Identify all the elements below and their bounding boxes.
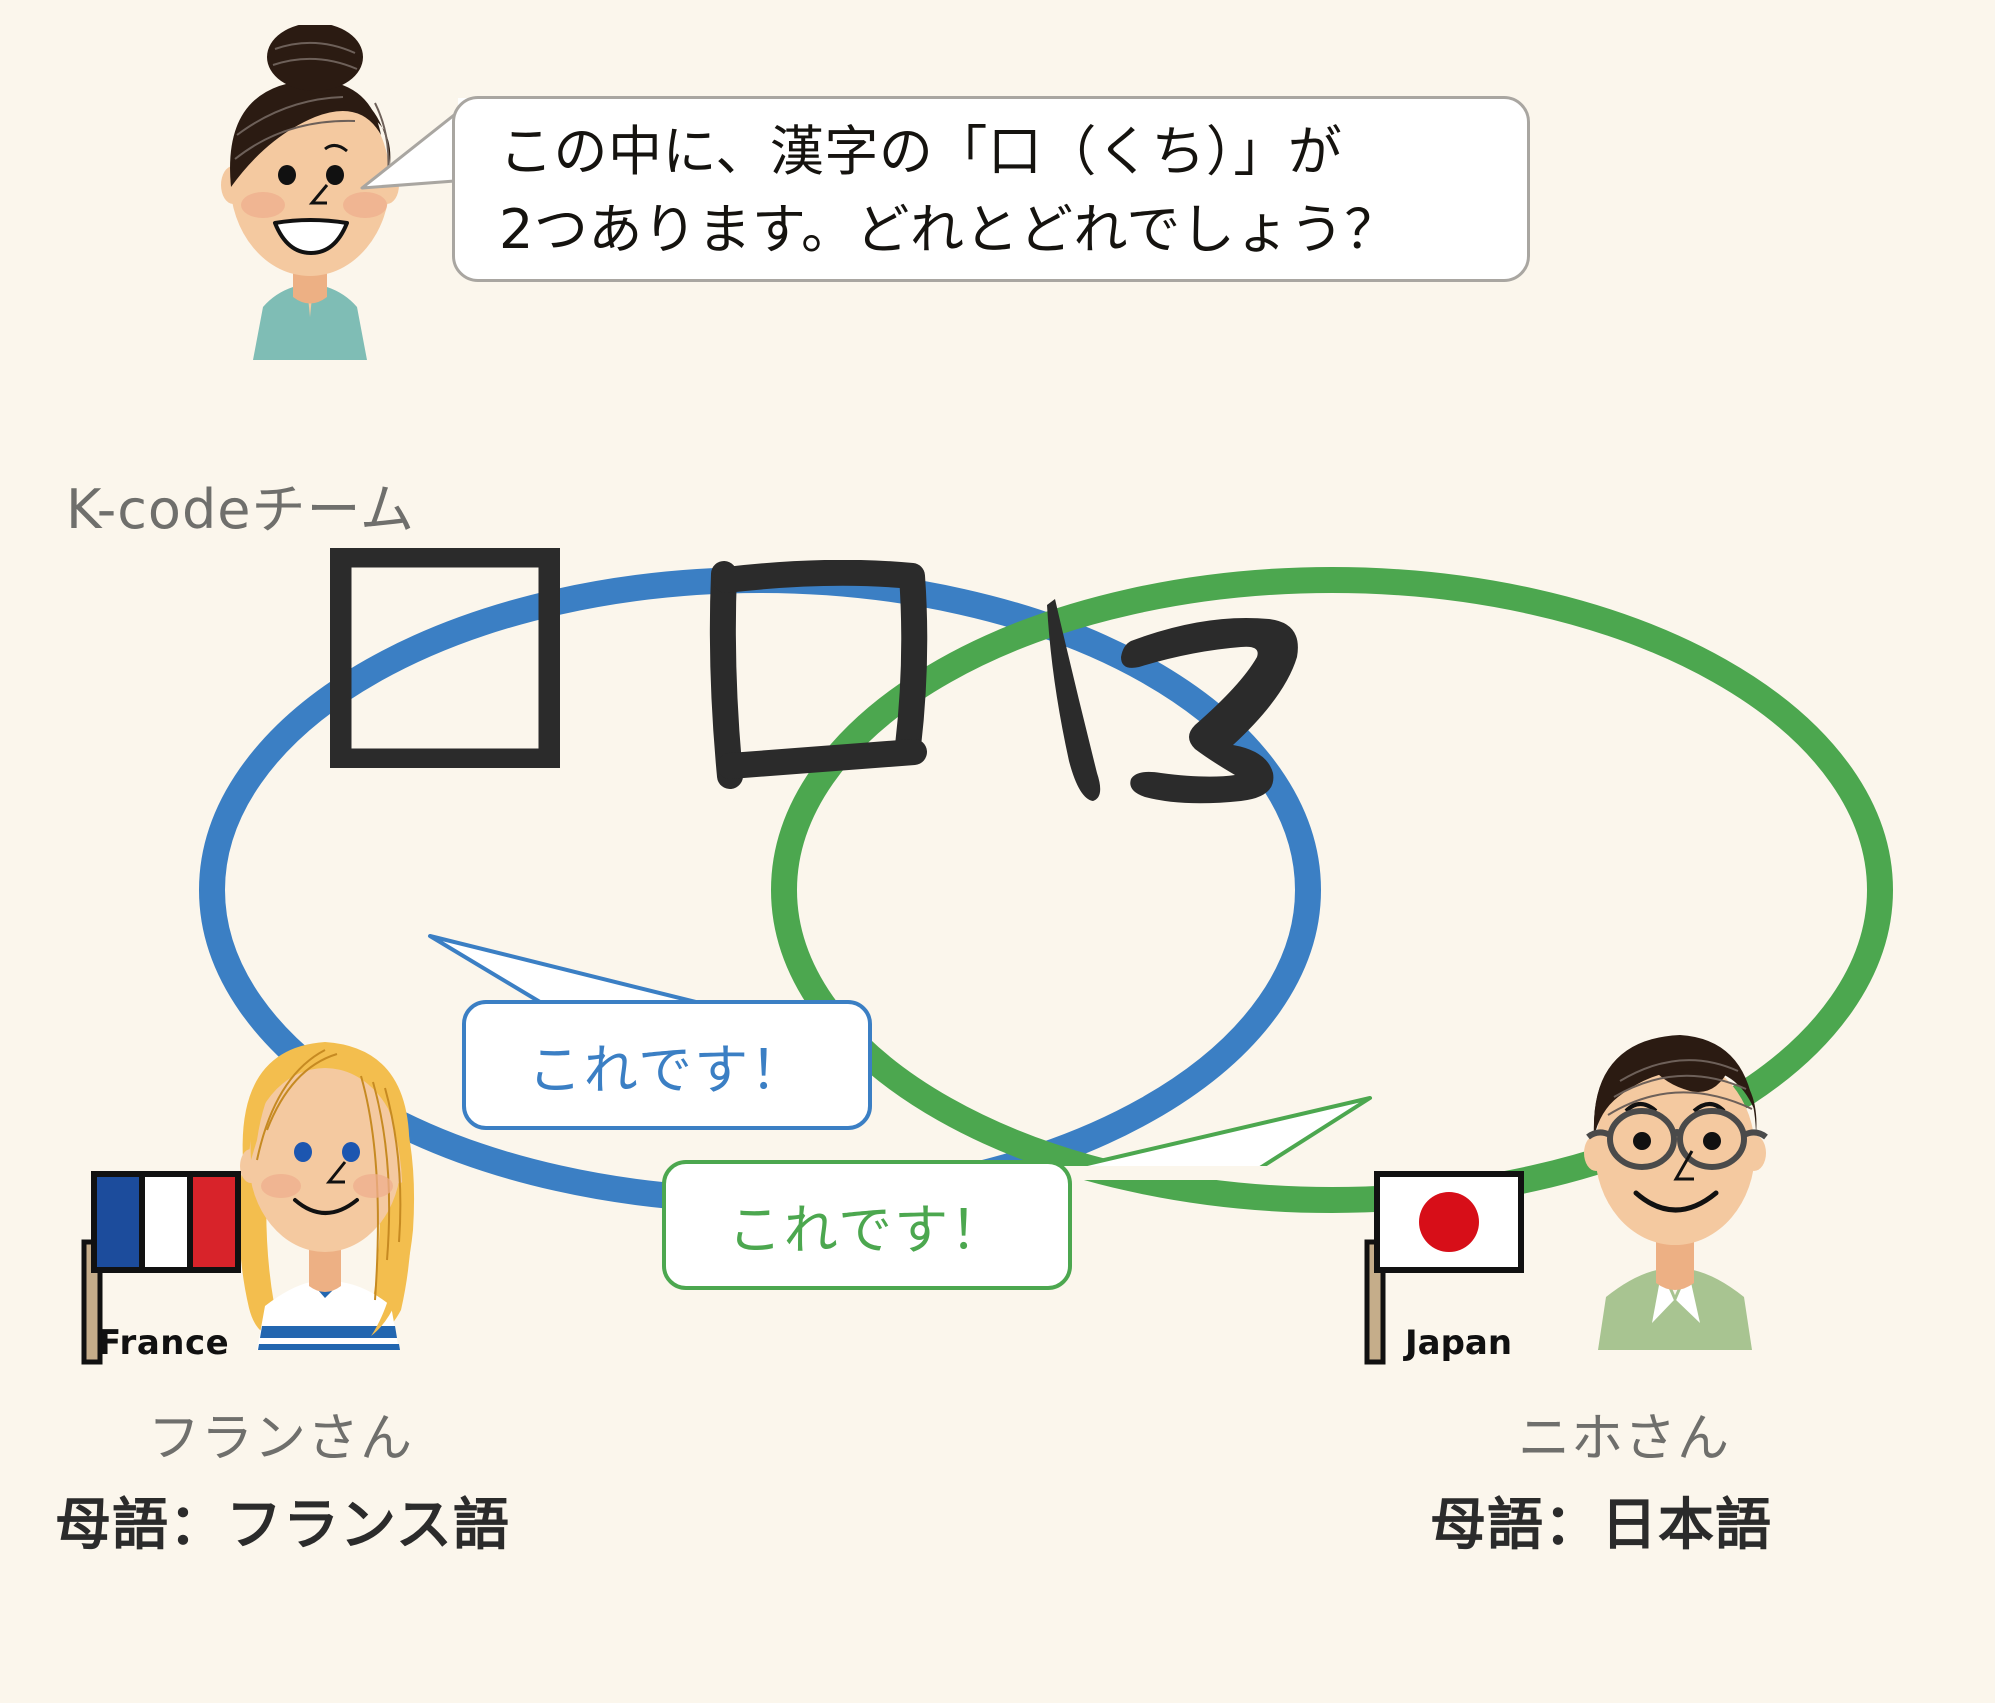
japan-native-language: 母語：日本語	[1430, 1493, 1772, 1558]
hair-lines	[1607, 1059, 1753, 1116]
glasses	[1586, 1108, 1768, 1170]
france-person-name: フランさん	[148, 1409, 414, 1469]
brush-stroke-right	[1121, 617, 1298, 804]
eye-left	[278, 165, 296, 185]
japan-answer-bubble: これです！	[662, 1160, 1072, 1290]
japan-answer-text: これです！	[727, 1198, 1007, 1262]
japan-flag-caption: Japan	[1403, 1323, 1512, 1363]
france-person-avatar	[239, 1042, 415, 1350]
eyebrow-left	[1624, 1102, 1658, 1113]
france-answer-text: これです！	[527, 1038, 807, 1102]
eye-left	[294, 1142, 312, 1162]
collar-right	[1675, 1269, 1700, 1323]
eyebrow	[324, 144, 348, 153]
collar-left	[1652, 1269, 1675, 1323]
kcode-team-avatar	[221, 25, 399, 360]
mouth	[293, 1198, 359, 1215]
france-native-language: 母語：フランス語	[55, 1493, 510, 1558]
nose	[1673, 1150, 1694, 1181]
neck	[1656, 1237, 1694, 1290]
shirt	[253, 287, 367, 360]
mouth	[273, 218, 349, 255]
japan-person-avatar	[1584, 1035, 1768, 1350]
glyph-printed-kuchi	[330, 548, 560, 768]
cheek-right	[343, 192, 387, 218]
nose	[308, 184, 329, 205]
eye-right	[326, 165, 344, 185]
hair-bun	[267, 25, 363, 91]
eye-right	[342, 1142, 360, 1162]
france-answer-bubble: これです！	[462, 1000, 872, 1130]
eye-left	[1633, 1132, 1651, 1150]
flag-band-red	[187, 1171, 241, 1273]
france-flag-caption: France	[98, 1323, 229, 1363]
question-speech-bubble: この中に、漢字の「口（くち）」が 2つあります。どれとどれでしょう？	[452, 96, 1530, 282]
flag-band-blue	[91, 1171, 145, 1273]
flag-sun-disc	[1419, 1192, 1479, 1252]
japan-person-name: ニホさん	[1518, 1409, 1731, 1469]
speech-bubble-tail-japan	[1060, 1096, 1372, 1180]
brush-stroke-left	[1047, 599, 1101, 801]
flag-band-white	[139, 1171, 193, 1273]
eyebrow-right	[1692, 1102, 1726, 1113]
neck	[309, 1246, 341, 1292]
japan-flag: Japan	[1364, 1171, 1524, 1365]
cheek-left	[241, 192, 285, 218]
mouth	[1633, 1190, 1719, 1213]
nose	[325, 1161, 347, 1184]
shirt	[1598, 1269, 1752, 1350]
kcode-team-label: K-codeチーム	[66, 478, 415, 541]
glyph-brush-ro	[1047, 599, 1298, 804]
question-text: この中に、漢字の「口（くち）」が 2つあります。どれとどれでしょう？	[499, 120, 1399, 261]
hair-lines	[256, 1049, 402, 1301]
venn-circle-right	[771, 567, 1893, 1213]
glyph-handwritten-kuchi	[709, 560, 928, 789]
france-flag: France	[81, 1171, 241, 1365]
eye-right	[1703, 1132, 1721, 1150]
face	[249, 1068, 401, 1252]
